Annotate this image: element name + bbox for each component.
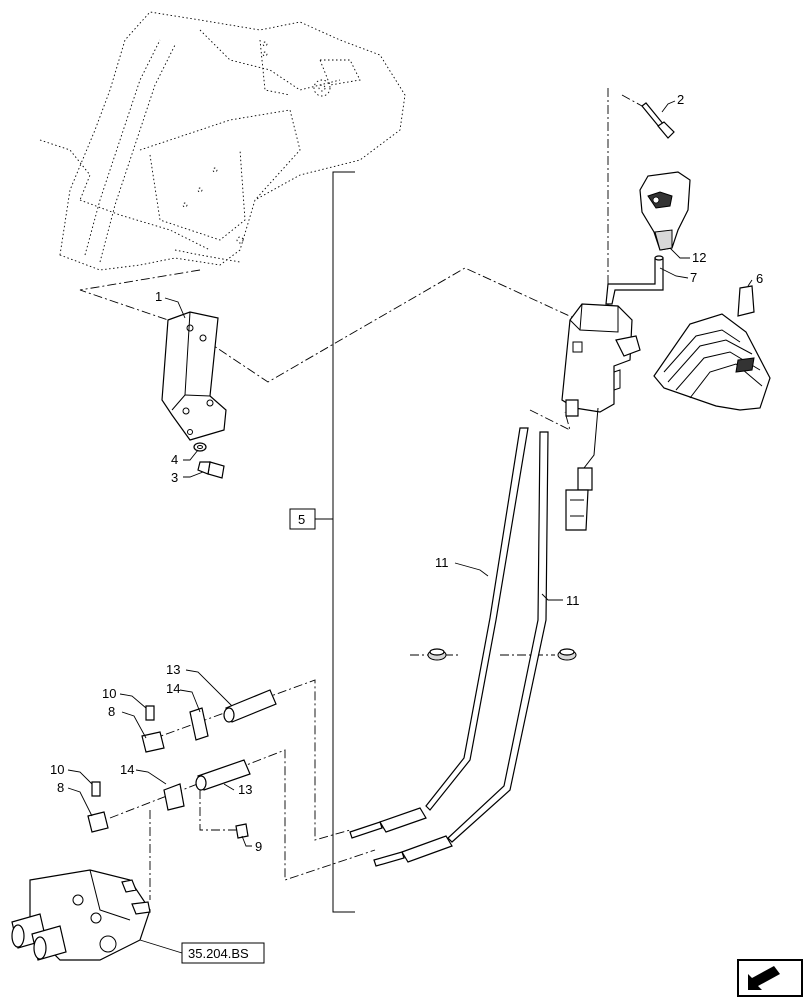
callout-4: 4	[171, 452, 178, 467]
clips	[163, 707, 209, 811]
leader-lines	[67, 100, 753, 847]
callout-9: 9	[255, 839, 262, 854]
washer	[193, 442, 207, 452]
callout-14-upper: 14	[166, 681, 180, 696]
reference-link[interactable]: 35.204.BS	[139, 939, 265, 964]
callout-8-upper: 8	[108, 704, 115, 719]
group-bracket: 5	[289, 171, 355, 913]
callout-11-right: 11	[566, 593, 580, 608]
joystick-base	[561, 303, 641, 469]
callout-1: 1	[155, 289, 162, 304]
grommets	[427, 648, 577, 661]
callout-6: 6	[756, 271, 763, 286]
alignment-lines	[79, 88, 643, 900]
next-page-arrow-icon[interactable]	[737, 959, 803, 997]
callout-14-lower: 14	[120, 762, 134, 777]
screw	[641, 102, 675, 139]
machine-frame-outline	[39, 11, 406, 271]
control-lever	[605, 255, 664, 305]
rubber-boot	[653, 285, 771, 411]
callout-10-lower: 10	[50, 762, 64, 777]
electrical-connector	[565, 467, 593, 531]
callout-12: 12	[692, 250, 706, 265]
callout-10-upper: 10	[102, 686, 116, 701]
cable-end-fittings	[349, 807, 453, 867]
joystick-knob	[639, 171, 691, 251]
callout-11-left: 11	[435, 555, 449, 570]
callout-2: 2	[677, 92, 684, 107]
mounting-bracket	[161, 311, 227, 441]
small-pin	[235, 823, 249, 839]
callout-13-upper: 13	[166, 662, 180, 677]
callout-labels: 1 2 3 4 6 7 8 8 9 10 10 11 11 12 13 13 1…	[50, 92, 763, 854]
callout-5: 5	[298, 512, 305, 527]
clevis-pins	[87, 705, 165, 833]
callout-8-lower: 8	[57, 780, 64, 795]
callout-3: 3	[171, 470, 178, 485]
callout-13-lower: 13	[238, 782, 252, 797]
bolt	[197, 461, 225, 479]
callout-7: 7	[690, 270, 697, 285]
control-cables	[425, 427, 549, 843]
reference-label: 35.204.BS	[188, 946, 249, 961]
callout-box-5	[289, 508, 316, 530]
cable-sleeves	[195, 689, 277, 791]
hydraulic-valve	[11, 869, 151, 961]
